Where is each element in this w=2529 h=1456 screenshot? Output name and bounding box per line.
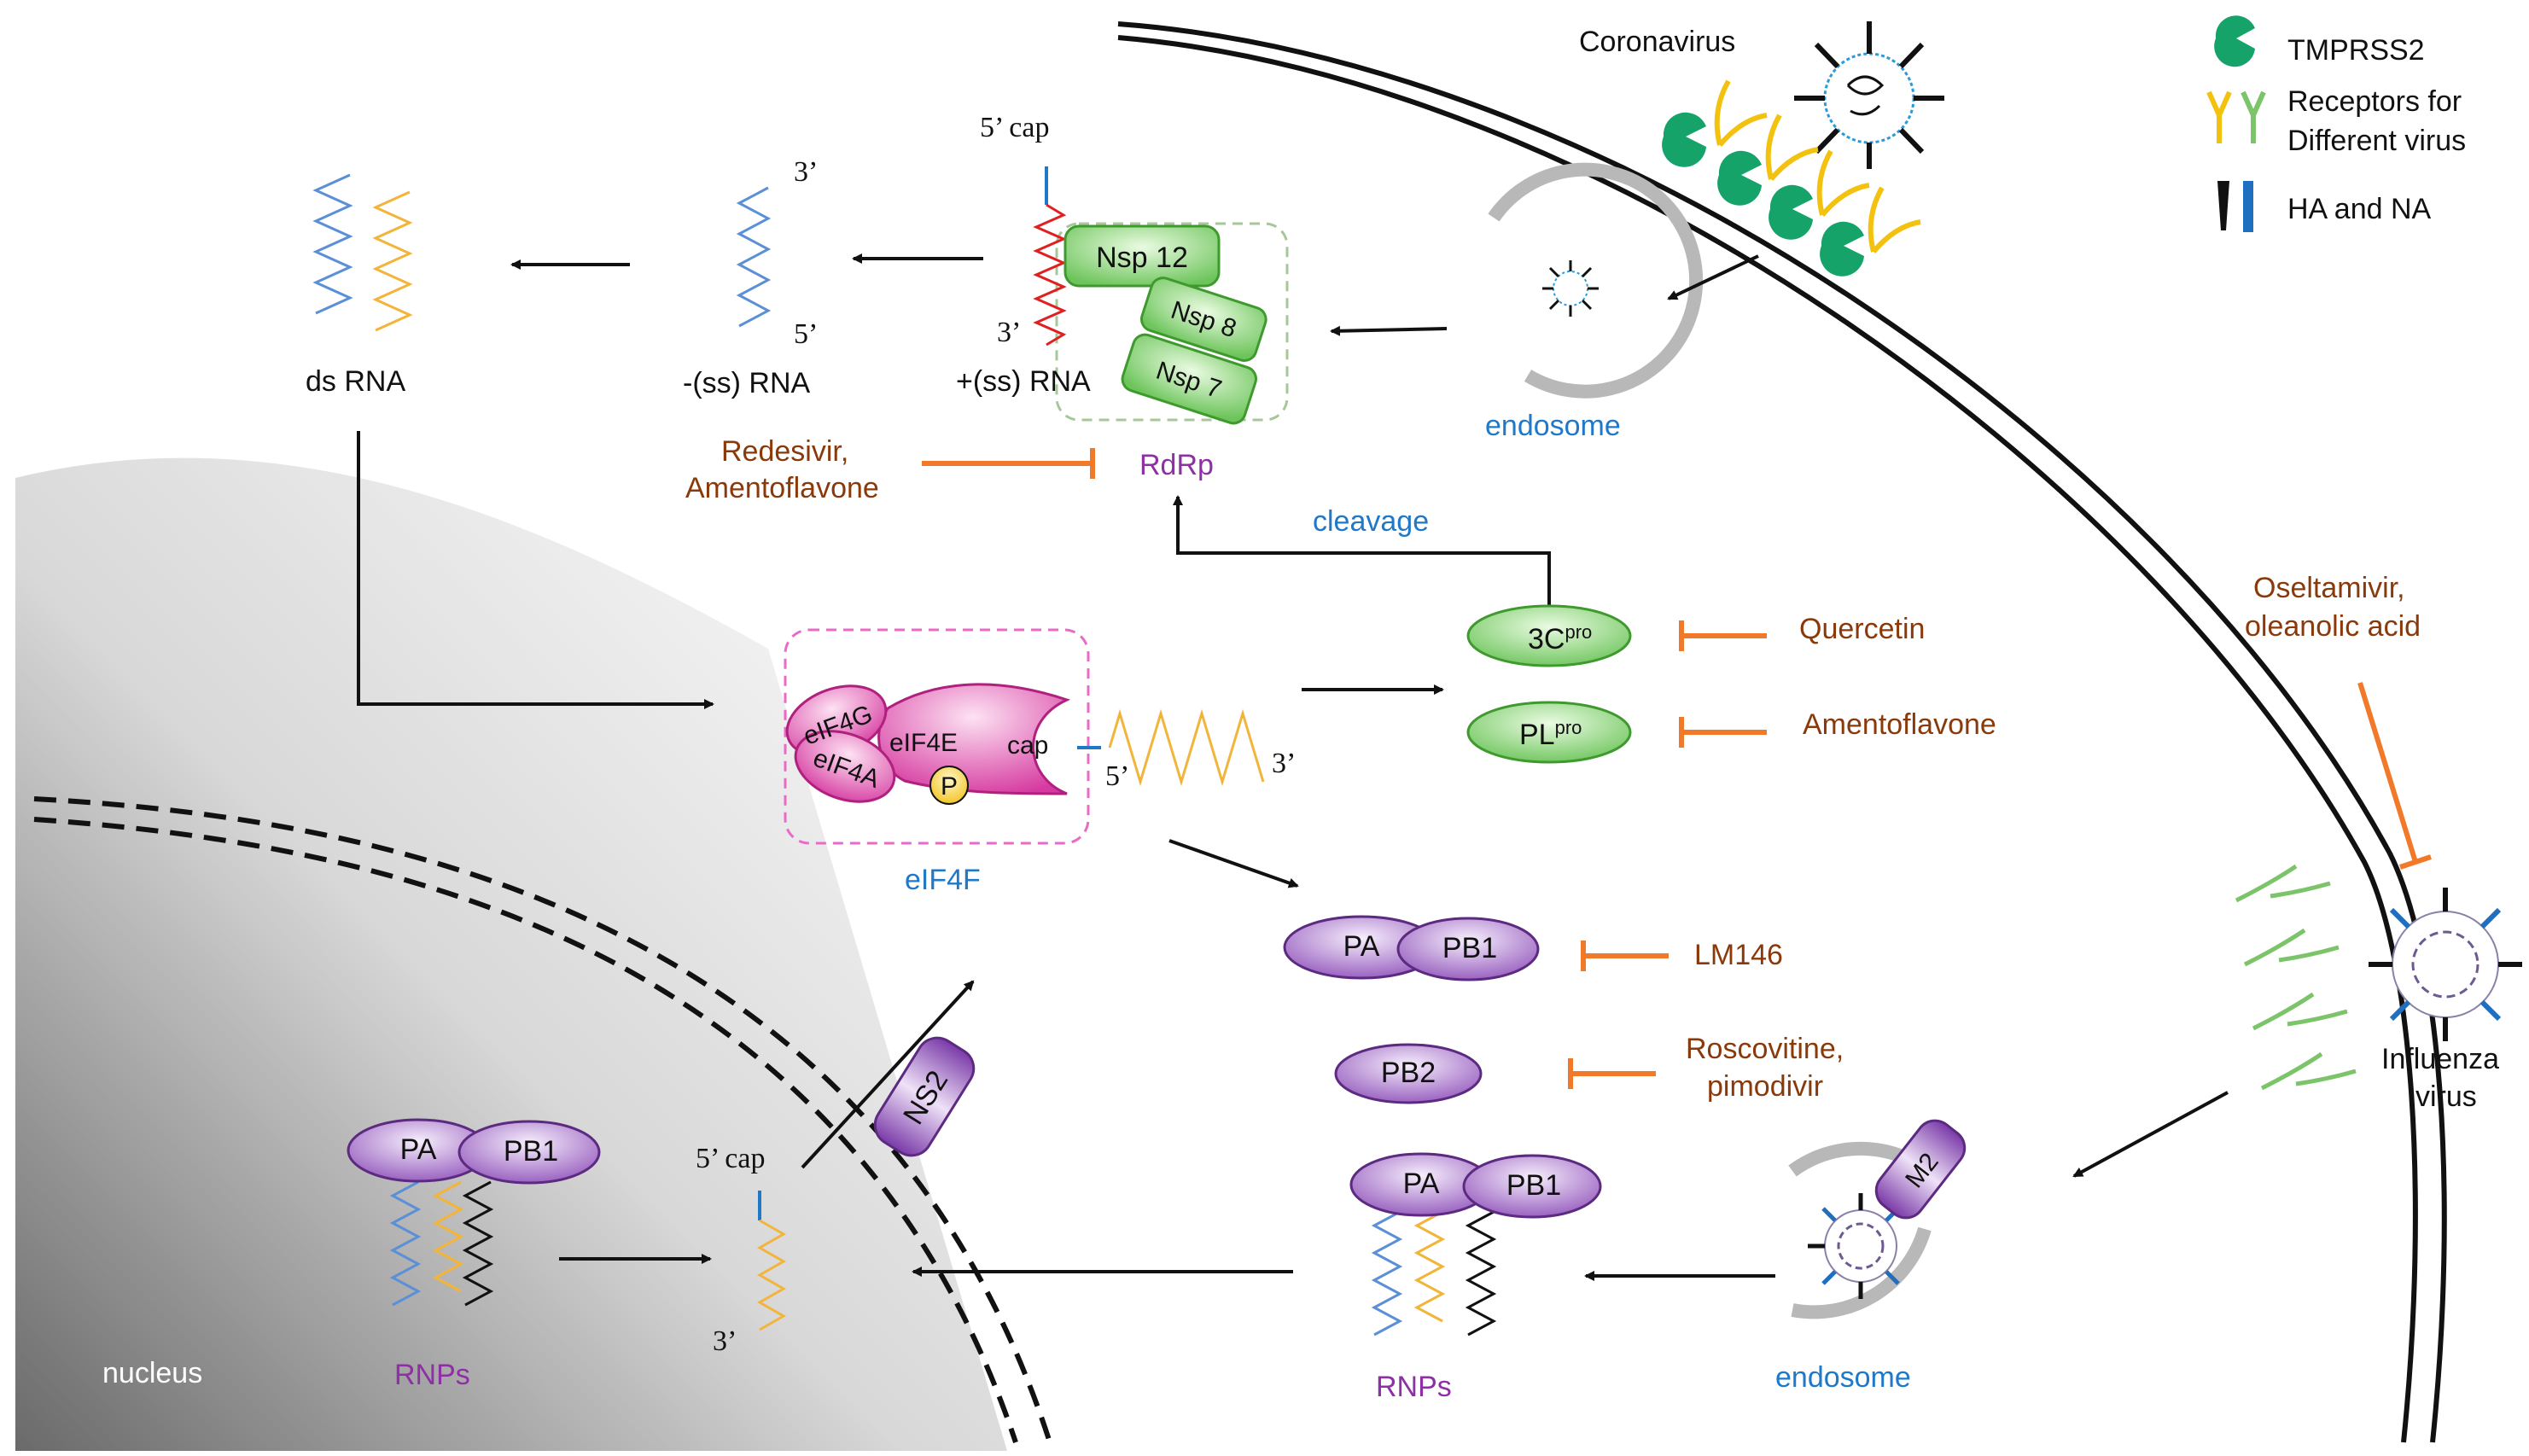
minus-ssrna: 3’ 5’ -(ss) RNA: [683, 156, 818, 399]
plpro-protein: [1466, 701, 1632, 764]
nsp12-label: Nsp 12: [1096, 242, 1188, 274]
inhibit-pb2: [1568, 1058, 1656, 1089]
cleavage-label: cleavage: [1313, 505, 1429, 538]
pa-label: PA: [1343, 930, 1380, 963]
minus-ssrna-label: -(ss) RNA: [683, 367, 811, 399]
rnps-cytoplasm-label: RNPs: [1376, 1371, 1452, 1403]
inhibit-plpro: [1679, 717, 1767, 748]
ds-rna-label: ds RNA: [306, 365, 405, 398]
arrow-ds-to-eif4f: [357, 431, 714, 709]
nsp7-protein: [1121, 333, 1258, 425]
rnps-cytoplasm: PA PB1 RNPs: [1349, 1152, 1602, 1403]
nuc-pa-label: PA: [400, 1133, 437, 1166]
corona-endosome-label: endosome: [1485, 410, 1621, 442]
pb1-label: PB1: [1442, 932, 1497, 964]
pb1-protein: [1396, 917, 1540, 981]
eif4e-protein: [877, 683, 1071, 795]
influenza-virus-line2: virus: [2415, 1080, 2477, 1113]
rnp-pa-label: PA: [1403, 1168, 1440, 1200]
cap-label: cap: [1007, 731, 1048, 760]
drug-3cpro: Quercetin: [1799, 613, 1925, 645]
nucleus-region: [15, 457, 1007, 1452]
drug-na-line2: oleanolic acid: [2245, 610, 2421, 643]
na-icon: [2243, 181, 2253, 232]
plus-ssrna-label: +(ss) RNA: [956, 365, 1091, 398]
pb2-label: PB2: [1381, 1057, 1436, 1089]
legend-receptors-line1: Receptors for: [2287, 85, 2462, 118]
ns2-protein: [873, 1036, 976, 1157]
nucleus-label: nucleus: [102, 1357, 202, 1389]
minus-five-prime: 5’: [794, 318, 818, 350]
eif4f-label: eIF4F: [905, 864, 981, 896]
nsp12-protein: [1063, 224, 1221, 288]
arrow-entry-to-endosome: [1667, 254, 1759, 300]
eif4f-five-prime: 5’: [1105, 760, 1129, 792]
minus-three-prime: 3’: [794, 156, 818, 188]
phospho-badge: [929, 766, 969, 805]
pa-pb1-cytoplasm: PA PB1: [1283, 915, 1540, 981]
mrna-five-cap: 5’ cap: [696, 1143, 765, 1174]
phospho-label: P: [941, 772, 958, 801]
influenza-virus-line1: Influenza: [2381, 1043, 2499, 1075]
inhibit-na: [2357, 682, 2432, 870]
eif4f-three-prime: 3’: [1272, 748, 1296, 779]
rnps-nucleus-label: RNPs: [394, 1359, 470, 1391]
legend-tmprss2: TMPRSS2: [2287, 34, 2425, 67]
drug-pb2-line2: pimodivir: [1707, 1070, 1823, 1103]
arrow-ns2-export: [801, 980, 975, 1169]
legend-receptors-line2: Different virus: [2287, 125, 2466, 157]
inhibit-3cpro: [1679, 620, 1767, 651]
flu-endosome: M2 endosome: [1775, 1119, 1967, 1394]
five-cap-label: 5’ cap: [980, 112, 1049, 143]
arrow-endosome-to-rna: [1330, 325, 1448, 336]
drug-rdrp-line1: Redesivir,: [721, 435, 848, 468]
cell-membrane-outer: [1117, 21, 2447, 1443]
3cpro-label: 3Cpro: [1528, 621, 1592, 655]
inhibit-pb1: [1581, 941, 1669, 971]
nsp8-protein: [1139, 277, 1267, 362]
drug-na-line1: Oseltamivir,: [2253, 572, 2405, 604]
corona-endosome: endosome: [1485, 162, 1704, 442]
legend: TMPRSS2 Receptors for Different virus HA…: [2206, 15, 2466, 232]
coronavirus-particle: Coronavirus: [1579, 21, 1944, 277]
flu-endosome-label: endosome: [1775, 1361, 1911, 1394]
legend-ha-na: HA and NA: [2287, 193, 2432, 225]
drug-plpro: Amentoflavone: [1803, 708, 1996, 741]
arrow-cleavage: [1173, 495, 1551, 606]
pb2-protein: [1334, 1043, 1483, 1104]
mrna-three-prime: 3’: [713, 1325, 737, 1357]
nuc-pb1-label: PB1: [504, 1135, 558, 1168]
drug-pb1: LM146: [1694, 939, 1783, 971]
nuclear-envelope-inner: [33, 817, 1018, 1443]
inhibit-rdrp: [922, 448, 1095, 479]
receptor-green-icon: [2241, 90, 2266, 143]
drug-rdrp-line2: Amentoflavone: [685, 472, 879, 504]
ha-icon: [2217, 181, 2229, 230]
eif4f-complex: eIF4G eIF4A eIF4E P cap 5’ 3’ eIF4F: [784, 628, 1296, 896]
eif4a-protein: [794, 730, 896, 803]
arrow-flu-to-endosome: [2072, 1091, 2229, 1178]
tmprss2-icon: [2214, 15, 2255, 67]
rnp-pb1-label: PB1: [1506, 1169, 1561, 1202]
m2-channel: [1874, 1119, 1967, 1220]
viral-mrna: [756, 1219, 787, 1331]
rdrp-label: RdRp: [1139, 449, 1214, 481]
nuclear-envelope-outer: [33, 796, 1052, 1443]
3cpro-protein: [1466, 604, 1632, 667]
plpro-label: PLpro: [1519, 717, 1582, 751]
coronavirus-title: Coronavirus: [1579, 26, 1735, 58]
receptor-yellow-icon: [2206, 90, 2232, 143]
arrow-to-polymerase: [1168, 839, 1299, 888]
influenza-particle: Influenza virus: [2235, 864, 2522, 1113]
drug-pb2-line1: Roscovitine,: [1686, 1033, 1844, 1065]
rdrp-complex: 5’ cap 3’ Nsp 12 Nsp 8 Nsp 7 +(ss) RNA R…: [956, 112, 1289, 481]
ds-rna: ds RNA: [306, 173, 413, 398]
three-prime-plus: 3’: [997, 317, 1021, 348]
eif4e-label: eIF4E: [889, 729, 958, 757]
rnps-nucleus: PA PB1 RNPs: [347, 1118, 601, 1391]
cell-membrane-inner: [1117, 35, 2418, 1443]
